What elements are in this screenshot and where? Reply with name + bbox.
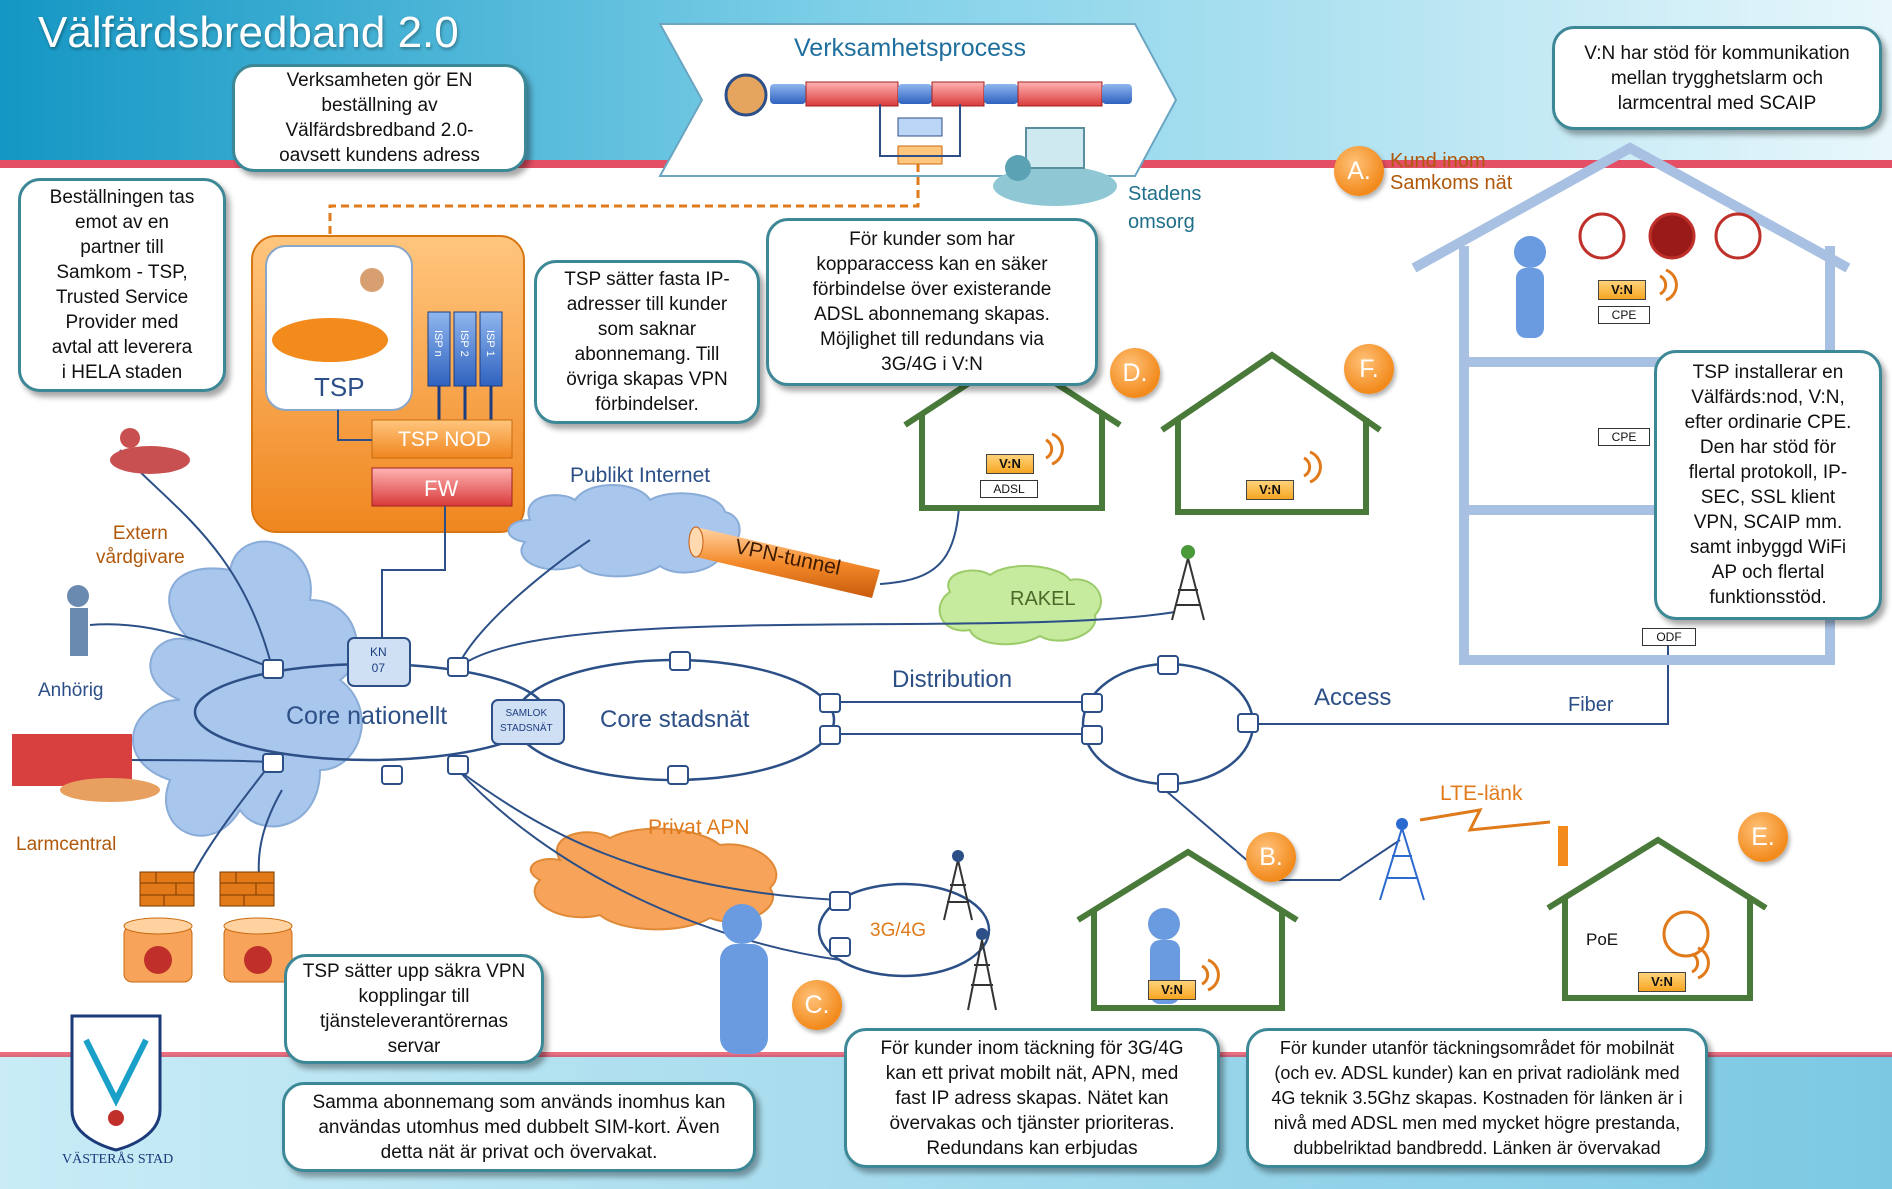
badge-a: A. [1334, 146, 1384, 196]
house-shapes [903, 351, 1768, 1011]
fw-bar [371, 467, 513, 507]
samlok-node [491, 699, 565, 745]
laptop-icon [993, 127, 1117, 206]
label-core-stadsnat: Core stadsnät [600, 706, 750, 733]
label-tsp: TSP [314, 372, 365, 402]
process-title: Verksamhetsprocess [794, 34, 1027, 62]
label-access: Access [1314, 684, 1392, 711]
label-publikt-internet: Publikt Internet [570, 464, 711, 487]
page-title: Välfärdsbredband 2.0 [38, 8, 459, 57]
label-tsp-nod: TSP NOD [398, 428, 491, 451]
access-ring [1081, 662, 1255, 786]
process-chain [770, 81, 1132, 165]
label-core-nationellt: Core nationellt [286, 702, 448, 730]
g34-ring [817, 882, 991, 978]
label-city: VÄSTERÅS STAD [62, 1152, 174, 1167]
wifi-icons [1045, 268, 1710, 992]
badge-f: F. [1344, 344, 1394, 394]
callout-samma-abonnemang: Samma abonnemang som används inomhus kan… [282, 1082, 756, 1172]
rakel-cloud [938, 564, 1102, 646]
tsp-person-icon [360, 268, 384, 292]
network-nodes [262, 651, 1259, 957]
label-isp-2: ISP 2 [458, 330, 470, 357]
label-poe: PoE [1586, 930, 1619, 949]
tsp-nod-bar [371, 419, 513, 459]
label-kn07: KN 07 [370, 645, 387, 675]
label-samlok: SAMLOK STADSNÄT [500, 708, 553, 734]
lte-link-zigzag [1419, 808, 1551, 832]
cpe-tag-top: CPE [1598, 306, 1650, 324]
label-privat-apn: Privat APN [648, 816, 750, 839]
kn07-node [347, 637, 411, 687]
tsp-links [337, 410, 446, 640]
callout-tsp-vpn: TSP sätter upp säkra VPN kopplingar till… [284, 954, 544, 1064]
label-lte-lank: LTE-länk [1440, 782, 1523, 805]
poe-screen-icon [1662, 910, 1710, 958]
isp-stack [427, 311, 503, 420]
label-isp-1: ISP 1 [484, 330, 496, 357]
label-extern-vardgivare: Extern vårdgivare [96, 523, 185, 568]
process-dash-link [328, 164, 920, 262]
firewall-icons [139, 871, 275, 907]
callout-utanfor: För kunder utanför täckningsområdet för … [1246, 1028, 1708, 1168]
callout-apn: För kunder inom täckning för 3G/4G kan e… [844, 1028, 1220, 1168]
label-3g4g: 3G/4G [870, 920, 926, 941]
label-stadens-omsorg: Stadens omsorg [1128, 183, 1202, 233]
vn-box-house-e: V:N [1638, 972, 1686, 992]
tower-icon [943, 545, 1425, 1011]
core-nationellt-cloud [132, 540, 363, 837]
lte-antenna-right [1558, 826, 1568, 866]
callout-bestallning-en: Verksamheten gör EN beställning av Välfä… [232, 64, 527, 172]
odf-tag: ODF [1642, 628, 1696, 646]
vn-box-house-f: V:N [1246, 480, 1294, 500]
badge-b: B. [1246, 832, 1296, 882]
label-fw: FW [424, 476, 459, 501]
label-anhorig: Anhörig [38, 680, 104, 701]
label-rakel: RAKEL [1010, 588, 1076, 610]
adsl-tag: ADSL [980, 480, 1038, 498]
label-fiber: Fiber [1568, 694, 1614, 716]
callout-tsp-ip: TSP sätter fasta IP- adresser till kunde… [534, 260, 760, 424]
process-person-icon [724, 73, 768, 117]
vpn-tunnel-shape [688, 526, 880, 598]
label-isp-n: ISP n [432, 330, 444, 357]
alarm-icons [1578, 212, 1762, 260]
label-larmcentral: Larmcentral [16, 834, 117, 855]
label-kund-samkom: Kund inom Samkoms nät [1390, 150, 1513, 194]
vn-box-house-b: V:N [1148, 980, 1196, 1000]
vn-box-building: V:N [1598, 280, 1646, 300]
badge-c: C. [792, 980, 842, 1030]
cpe-tag-mid: CPE [1598, 428, 1650, 446]
callout-scaip: V:N har stöd för kommunikation mellan tr… [1552, 26, 1882, 130]
callout-bestallning-emot: Beställningen tas emot av en partner til… [18, 178, 226, 392]
badge-e: E. [1738, 812, 1788, 862]
vn-box-house-d: V:N [986, 454, 1034, 474]
server-icons [123, 917, 293, 983]
callout-tsp-installerar: TSP installerar en Välfärds:nod, V:N, ef… [1654, 350, 1882, 620]
tsp-desk [272, 318, 388, 362]
apn-cloud [529, 827, 778, 931]
callout-koppar: För kunder som har kopparaccess kan en s… [766, 218, 1098, 386]
city-crest [70, 1014, 162, 1152]
badge-d: D. [1110, 348, 1160, 398]
label-distribution: Distribution [892, 666, 1013, 693]
